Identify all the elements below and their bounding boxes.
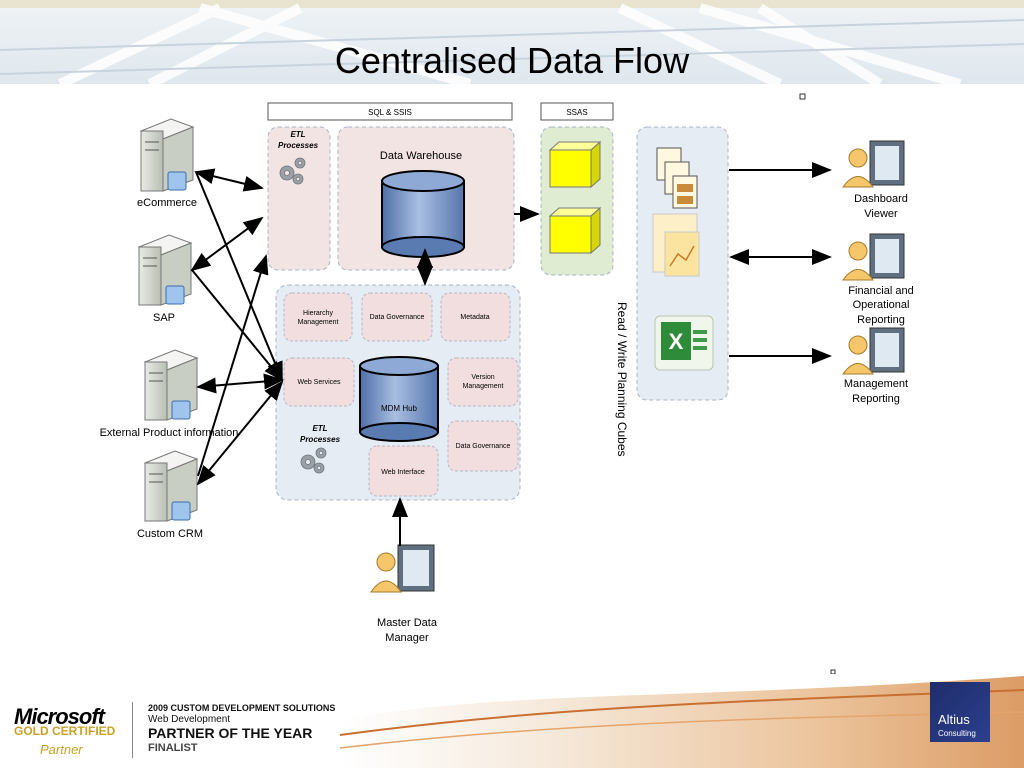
arrow-crm-mdm — [196, 380, 284, 486]
slide-header — [0, 0, 1024, 84]
mdm-etl-label-line1: ETL — [312, 424, 327, 433]
sql-ssis-header: SQL & SSIS — [368, 108, 412, 117]
award-line1: 2009 CUSTOM DEVELOPMENT SOLUTIONS — [148, 703, 336, 713]
data-warehouse-cylinder-icon — [381, 170, 465, 258]
source-custom-crm-label: Custom CRM — [137, 528, 203, 540]
etl-label-line2: Processes — [278, 141, 319, 150]
web-interface-box — [368, 445, 439, 497]
etl-label-line1: ETL — [290, 130, 305, 139]
web-interface-label: Web Interface — [381, 469, 425, 476]
server-icon — [143, 450, 199, 522]
server-icon — [139, 118, 195, 192]
management-reporting-line2: Reporting — [852, 393, 900, 405]
master-data-manager-icon — [370, 544, 435, 593]
source-external-product-label: External Product information — [100, 427, 239, 439]
data-governance-top-label: Data Governance — [370, 314, 425, 321]
page-title: Centralised Data Flow — [334, 40, 690, 81]
sql-ssis-header-box — [267, 102, 513, 121]
award-line3: PARTNER OF THE YEAR — [148, 725, 313, 741]
web-services-box — [283, 357, 355, 407]
version-management-box — [447, 357, 519, 407]
etl-region — [267, 126, 331, 271]
hierarchy-management-line1: Hierarchy — [303, 310, 333, 317]
documents-icon — [656, 147, 698, 209]
server-icon — [137, 234, 193, 306]
dashboard-viewer-line1: Dashboard — [854, 193, 908, 205]
gears-icon — [300, 447, 327, 474]
data-governance-bottom-box — [447, 420, 519, 472]
server-icon — [143, 349, 199, 421]
header-background-graphic — [0, 3, 1024, 84]
cube-icon — [548, 140, 602, 189]
data-warehouse-label: Data Warehouse — [380, 150, 462, 162]
mdm-hub-label: MDM Hub — [381, 404, 418, 413]
management-reporting-line1: Management — [844, 378, 908, 390]
metadata-box — [440, 292, 511, 342]
mdm-etl-label-line2: Processes — [300, 435, 341, 444]
user-monitor-icon — [842, 327, 905, 375]
award-line4: FINALIST — [148, 742, 198, 754]
report-chart-icon — [652, 213, 700, 277]
ssas-header: SSAS — [566, 108, 587, 117]
master-data-manager-line2: Manager — [385, 632, 429, 644]
altius-logo — [930, 682, 990, 742]
arrow-sap-mdm — [191, 269, 284, 382]
partner-label: Partner — [40, 742, 83, 757]
dashboard-viewer-line2: Viewer — [864, 208, 898, 220]
arrow-ecommerce-etl — [194, 168, 264, 192]
altius-logo-text: Altius — [938, 712, 970, 727]
footer-swoosh — [339, 676, 1024, 768]
web-services-label: Web Services — [297, 379, 341, 386]
svg-text:X: X — [669, 329, 684, 354]
award-line2: Web Development — [148, 714, 231, 725]
footer-divider — [132, 702, 133, 758]
master-data-manager-line1: Master Data — [377, 617, 438, 629]
arrow-ecommerce-mdm — [195, 171, 283, 382]
data-governance-top-box — [361, 292, 433, 342]
user-monitor-icon — [842, 233, 905, 281]
altius-logo-subtext: Consulting — [938, 729, 976, 738]
data-governance-bottom-label: Data Governance — [456, 443, 511, 450]
source-ecommerce-label: eCommerce — [137, 197, 197, 209]
version-management-line2: Management — [463, 383, 504, 390]
hierarchy-management-line2: Management — [298, 319, 339, 326]
planning-cubes-label: Read / Write Planning Cubes — [615, 302, 629, 457]
financial-reporting-line1: Financial and — [848, 285, 913, 297]
mdm-hub-cylinder-icon — [359, 356, 439, 442]
financial-reporting-line2: Operational — [853, 299, 910, 311]
arrow-external-mdm — [196, 373, 284, 394]
metadata-label: Metadata — [460, 314, 489, 321]
gears-icon — [279, 157, 306, 185]
source-sap-label: SAP — [153, 312, 175, 324]
ssas-header-box — [540, 102, 614, 121]
user-monitor-icon — [842, 140, 905, 188]
arrow-sap-etl — [190, 216, 264, 272]
excel-icon: X — [654, 315, 714, 371]
bullet-marker — [830, 669, 836, 674]
financial-reporting-line3: Reporting — [857, 314, 905, 326]
arrow-crm-etl — [197, 254, 269, 477]
gold-certified-label: GOLD CERTIFIED — [14, 724, 116, 738]
data-flow-diagram: SQL & SSIS SSAS ETL Processes Data Wareh… — [100, 93, 914, 674]
microsoft-logo: Microsoft — [14, 704, 105, 729]
hierarchy-management-box — [283, 292, 353, 342]
bullet-marker — [799, 93, 806, 100]
version-management-line1: Version — [471, 374, 494, 381]
cube-icon — [548, 206, 602, 255]
